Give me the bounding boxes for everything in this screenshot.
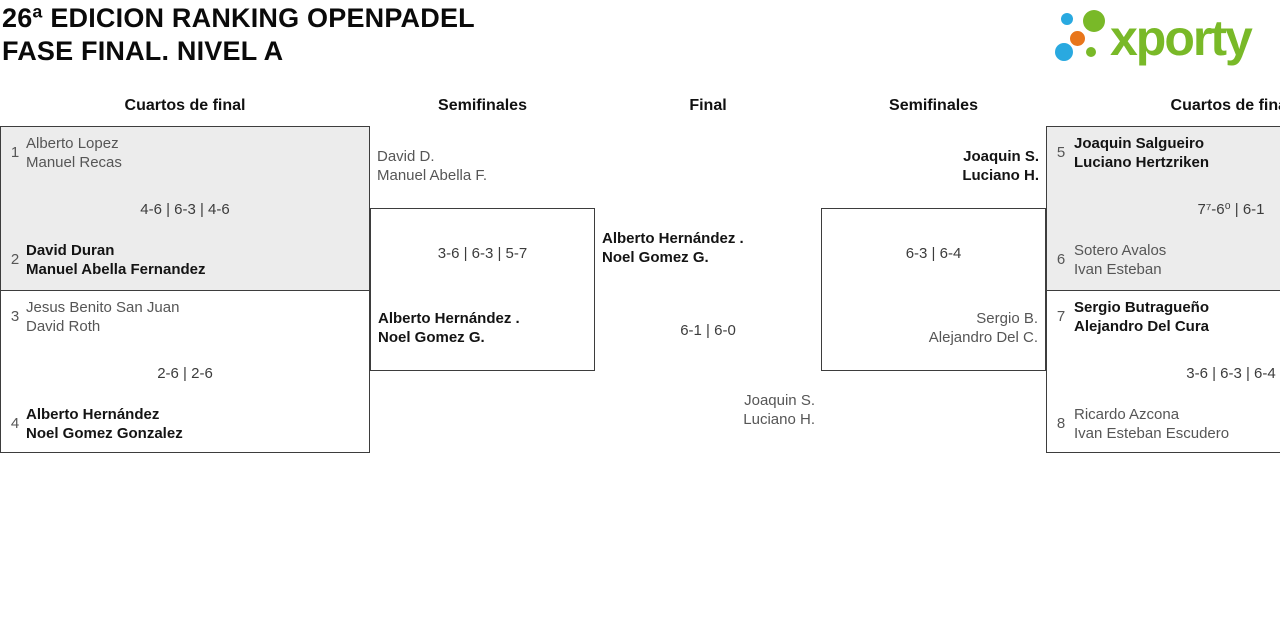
match-score: 4-6 | 6-3 | 4-6 <box>140 201 230 218</box>
logo-dot-icon <box>1061 13 1073 25</box>
player-name: David Roth <box>26 318 101 335</box>
match-qf-left-2[interactable]: 3 Jesus Benito San Juan David Roth 2-6 |… <box>0 290 370 453</box>
final-score: 6-1 | 6-0 <box>680 322 736 339</box>
final-bottom-team: Joaquin S. Luciano H. <box>595 391 815 429</box>
team: Alberto Hernández Noel Gomez Gonzalez <box>26 405 183 443</box>
page-title-line1: 26ª EDICION RANKING OPENPADEL <box>2 3 475 33</box>
sf-left-top-team: David D. Manuel Abella F. <box>377 147 487 185</box>
sf-right-top-team: Joaquin S. Luciano H. <box>821 147 1039 185</box>
seed-number: 1 <box>10 144 20 161</box>
round-header-final: Final <box>689 97 727 114</box>
team: Jesus Benito San Juan David Roth <box>26 298 179 336</box>
round-header-cuartos-left: Cuartos de final <box>124 97 246 114</box>
page-title: 26ª EDICION RANKING OPENPADEL FASE FINAL… <box>2 2 475 68</box>
team: Alberto Lopez Manuel Recas <box>26 134 122 172</box>
logo-dot-icon <box>1083 10 1105 32</box>
match-score: 6-3 | 6-4 <box>905 245 962 262</box>
match-score: 3-6 | 6-3 | 6-4 <box>1186 365 1276 382</box>
player-name: Sergio Butragueño <box>1074 299 1210 316</box>
team: Sotero Avalos Ivan Esteban <box>1074 241 1166 279</box>
team: Ricardo Azcona Ivan Esteban Escudero <box>1074 405 1229 443</box>
player-name: Alejandro Del Cura <box>1074 318 1210 335</box>
seed-number: 4 <box>10 415 20 432</box>
team: Alberto Hernández . Noel Gomez G. <box>378 309 520 347</box>
seed-number: 6 <box>1056 251 1066 268</box>
player-name: Manuel Abella F. <box>377 167 488 184</box>
player-name: Ricardo Azcona <box>1074 406 1180 423</box>
team: Sergio B. Alejandro Del C. <box>929 309 1038 347</box>
player-name: Joaquin Salgueiro <box>1074 135 1205 152</box>
player-name: Ivan Esteban <box>1074 261 1162 278</box>
match-qf-left-1[interactable]: 1 Alberto Lopez Manuel Recas 4-6 | 6-3 |… <box>0 126 370 291</box>
final-top-team: Alberto Hernández . Noel Gomez G. <box>602 229 744 267</box>
seed-number: 8 <box>1056 415 1066 432</box>
player-name: Alberto Lopez <box>26 135 119 152</box>
player-name: Manuel Recas <box>26 154 122 171</box>
player-name: Noel Gomez Gonzalez <box>26 425 183 442</box>
team: David Duran Manuel Abella Fernandez <box>26 241 205 279</box>
seed-number: 3 <box>10 308 20 325</box>
player-name: Luciano Hertzriken <box>1074 154 1210 171</box>
match-qf-right-2[interactable]: 7 Sergio Butragueño Alejandro Del Cura 3… <box>1046 290 1280 453</box>
player-name: Luciano H. <box>962 167 1039 184</box>
match-score: 3-6 | 6-3 | 5-7 <box>437 245 528 262</box>
seed-number: 2 <box>10 251 20 268</box>
logo-dot-icon <box>1055 43 1073 61</box>
player-name: Alejandro Del C. <box>928 329 1038 346</box>
logo-dot-icon <box>1070 31 1085 46</box>
player-name: Sergio B. <box>976 310 1038 327</box>
team: Joaquin Salgueiro Luciano Hertzriken <box>1074 134 1209 172</box>
match-score: 7⁷-6⁰ | 6-1 <box>1197 201 1265 218</box>
player-name: Luciano H. <box>743 411 815 428</box>
player-name: Ivan Esteban Escudero <box>1074 425 1230 442</box>
player-name: Jesus Benito San Juan <box>26 299 180 316</box>
logo-wordmark: xporty <box>1110 10 1253 66</box>
round-header-semis-left: Semifinales <box>438 97 527 114</box>
player-name: Manuel Abella Fernandez <box>26 261 206 278</box>
player-name: David Duran <box>26 242 115 259</box>
player-name: Sotero Avalos <box>1074 242 1167 259</box>
player-name: Noel Gomez G. <box>378 329 485 346</box>
match-sf-left[interactable]: 3-6 | 6-3 | 5-7 Alberto Hernández . Noel… <box>370 208 595 371</box>
logo-dot-icon <box>1086 47 1096 57</box>
player-name: Noel Gomez G. <box>602 249 709 266</box>
match-sf-right[interactable]: 6-3 | 6-4 Sergio B. Alejandro Del C. <box>821 208 1046 371</box>
player-name: Alberto Hernández <box>26 406 160 423</box>
player-name: Joaquin S. <box>744 392 815 409</box>
seed-number: 7 <box>1056 308 1066 325</box>
xporty-logo[interactable]: xporty <box>1050 0 1280 75</box>
match-score: 2-6 | 2-6 <box>157 365 213 382</box>
player-name: David D. <box>377 148 435 165</box>
player-name: Alberto Hernández . <box>378 310 520 327</box>
player-name: Joaquin S. <box>963 148 1039 165</box>
seed-number: 5 <box>1056 144 1066 161</box>
round-header-cuartos-right: Cuartos de final <box>1170 97 1280 114</box>
page-title-line2: FASE FINAL. NIVEL A <box>2 36 284 66</box>
player-name: Alberto Hernández . <box>602 230 744 247</box>
round-header-semis-right: Semifinales <box>889 97 978 114</box>
team: Sergio Butragueño Alejandro Del Cura <box>1074 298 1209 336</box>
match-qf-right-1[interactable]: 5 Joaquin Salgueiro Luciano Hertzriken 7… <box>1046 126 1280 291</box>
